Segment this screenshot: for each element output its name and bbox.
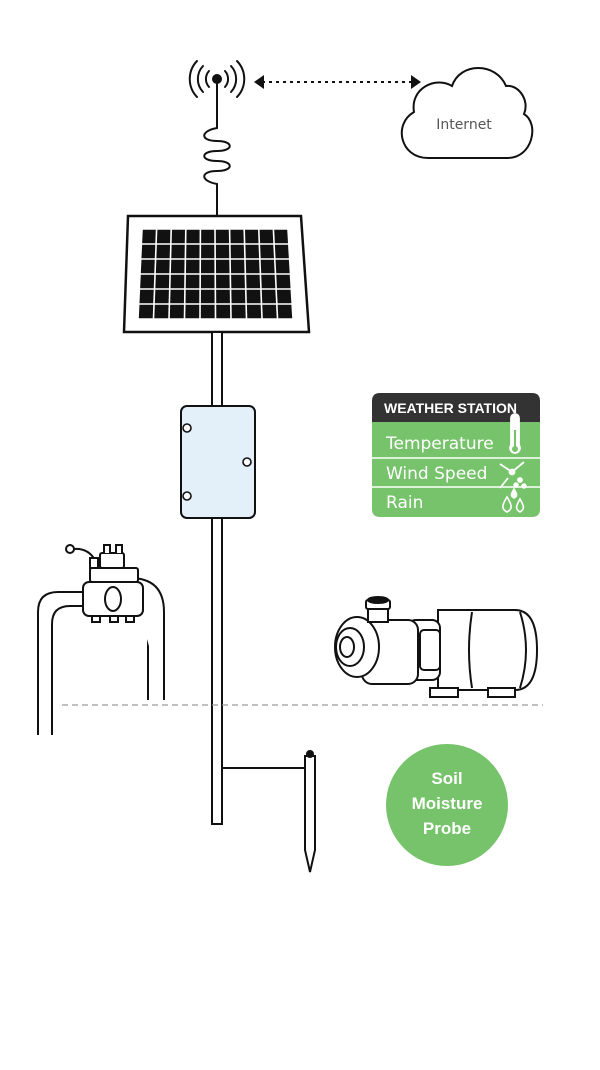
solar-cell bbox=[154, 289, 169, 304]
cloud-label: Internet bbox=[436, 117, 492, 133]
solar-cell bbox=[156, 229, 171, 244]
solar-cell bbox=[262, 304, 277, 319]
solar-cell bbox=[245, 244, 260, 259]
solar-cell bbox=[200, 304, 215, 319]
solar-cell bbox=[276, 289, 292, 304]
water-pump bbox=[334, 596, 539, 698]
row-wind-speed: Wind Speed bbox=[386, 464, 487, 484]
solar-cell bbox=[277, 304, 293, 319]
solar-cell bbox=[216, 274, 230, 289]
solar-cell bbox=[171, 229, 185, 244]
anemometer-icon bbox=[499, 461, 527, 489]
solar-cell bbox=[200, 289, 215, 304]
solar-cell bbox=[261, 274, 276, 289]
solar-cell bbox=[185, 289, 200, 304]
solar-cell bbox=[156, 244, 171, 259]
soil-moisture-probe bbox=[222, 750, 316, 873]
probe-label-line1: Soil bbox=[431, 769, 462, 788]
solar-cell bbox=[215, 259, 230, 274]
weather-station-title: WEATHER STATION bbox=[384, 400, 517, 416]
solar-cell bbox=[170, 274, 185, 289]
solar-cell bbox=[170, 259, 185, 274]
solar-cell bbox=[230, 229, 244, 244]
probe-label-line3: Probe bbox=[423, 819, 471, 838]
solar-cell bbox=[186, 229, 200, 244]
solar-cell bbox=[142, 229, 156, 244]
antenna-icon bbox=[188, 60, 246, 217]
solar-cell bbox=[230, 259, 245, 274]
solar-cell bbox=[201, 259, 215, 274]
solar-cell bbox=[215, 244, 230, 259]
solar-cell bbox=[185, 274, 200, 289]
solar-cell bbox=[216, 289, 230, 304]
solar-cell bbox=[215, 229, 230, 244]
solar-cell bbox=[169, 304, 184, 319]
internet-cloud: Internet bbox=[400, 67, 534, 159]
solar-cell bbox=[140, 259, 155, 274]
solar-cell bbox=[259, 229, 274, 244]
solar-cell bbox=[231, 289, 246, 304]
solar-cell bbox=[141, 244, 156, 259]
row-rain: Rain bbox=[386, 493, 423, 513]
solar-cell bbox=[138, 304, 154, 319]
solar-cell bbox=[245, 259, 260, 274]
solar-cell bbox=[275, 259, 290, 274]
solar-cell bbox=[246, 274, 261, 289]
solar-cell bbox=[201, 244, 215, 259]
thermometer-icon bbox=[509, 413, 521, 454]
soil-moisture-badge: Soil Moisture Probe bbox=[386, 744, 508, 866]
solar-cell bbox=[276, 274, 291, 289]
solar-cell bbox=[140, 274, 155, 289]
solar-cell bbox=[260, 244, 274, 259]
solar-cell bbox=[261, 289, 277, 304]
solar-cell bbox=[155, 259, 170, 274]
solar-cell bbox=[201, 229, 215, 244]
solar-cell bbox=[246, 289, 261, 304]
probe-label-line2: Moisture bbox=[412, 794, 483, 813]
water-valve bbox=[37, 544, 165, 735]
solar-cell bbox=[216, 304, 231, 319]
solar-cell bbox=[230, 244, 245, 259]
solar-cell bbox=[185, 259, 200, 274]
weather-station-card: WEATHER STATION Temperature Wind Speed R… bbox=[372, 393, 540, 517]
solar-cell bbox=[274, 229, 289, 244]
solar-cell bbox=[171, 244, 185, 259]
solar-cell bbox=[186, 244, 200, 259]
solar-cell bbox=[246, 304, 262, 319]
solar-cell bbox=[185, 304, 200, 319]
connection-arrow bbox=[254, 75, 421, 89]
solar-cell bbox=[170, 289, 185, 304]
solar-cell bbox=[260, 259, 275, 274]
solar-cell bbox=[154, 304, 169, 319]
solar-cell bbox=[274, 244, 289, 259]
solar-cell bbox=[155, 274, 170, 289]
solar-cell bbox=[245, 229, 259, 244]
solar-cell bbox=[231, 304, 246, 319]
solar-cell bbox=[139, 289, 154, 304]
raindrops-icon bbox=[502, 487, 525, 513]
mounting-pole bbox=[211, 331, 223, 825]
solar-panel bbox=[122, 214, 311, 334]
controller-enclosure bbox=[180, 405, 256, 519]
solar-cell bbox=[231, 274, 245, 289]
row-temperature: Temperature bbox=[385, 434, 494, 454]
solar-cell bbox=[200, 274, 215, 289]
